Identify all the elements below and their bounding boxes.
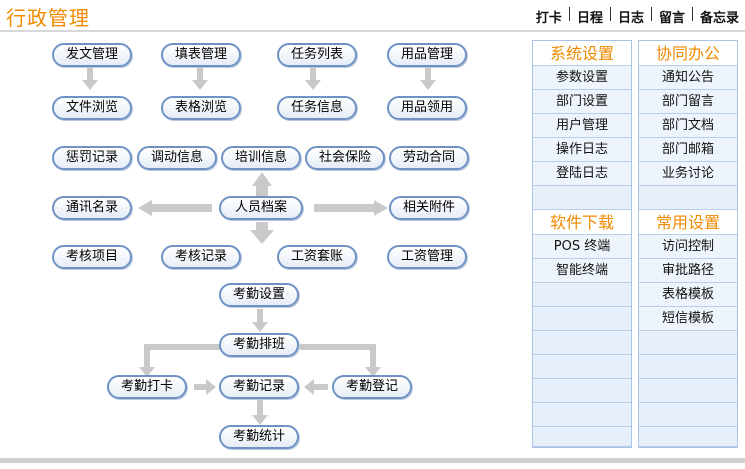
panel-link-parameter-settings[interactable]: 参数设置: [533, 66, 631, 90]
footer-divider: [0, 458, 745, 463]
panel-empty-row: [533, 427, 631, 447]
section-title-system-settings: 系统设置: [533, 41, 631, 66]
arrow-down-icon: [252, 309, 268, 332]
side-panel-system: 系统设置 参数设置 部门设置 用户管理 操作日志 登陆日志 软件下载 POS 终…: [532, 40, 632, 448]
flow-button-training-info[interactable]: 培训信息: [221, 146, 301, 170]
flow-button-supplies-requisition[interactable]: 用品领用: [387, 96, 467, 120]
flow-button-salary-accounts[interactable]: 工资套账: [277, 245, 357, 269]
panel-empty-row: [639, 355, 737, 379]
topnav-log[interactable]: 日志: [617, 11, 644, 26]
panel-empty-row: [639, 379, 737, 403]
flow-button-supplies-management[interactable]: 用品管理: [387, 43, 467, 67]
arrow-down-icon: [305, 67, 321, 90]
flow-arrows: [82, 67, 436, 425]
page-title: 行政管理: [6, 6, 90, 30]
arrow-right-icon: [314, 200, 388, 216]
panel-empty-row: [533, 307, 631, 331]
nav-separator: [650, 7, 652, 21]
flow-button-attachments[interactable]: 相关附件: [389, 196, 469, 220]
nav-separator: [568, 7, 570, 21]
topnav-message[interactable]: 留言: [658, 11, 685, 26]
flow-button-file-browse[interactable]: 文件浏览: [52, 96, 132, 120]
panel-empty-row: [533, 283, 631, 307]
panel-link-user-management[interactable]: 用户管理: [533, 114, 631, 138]
flow-button-table-browse[interactable]: 表格浏览: [161, 96, 241, 120]
section-title-collaborative-office: 协同办公: [639, 41, 737, 66]
flow-button-attendance-stats[interactable]: 考勤统计: [219, 425, 299, 449]
flow-button-dispatch-management[interactable]: 发文管理: [52, 43, 132, 67]
arrow-down-icon: [252, 400, 268, 425]
flow-button-attendance-records[interactable]: 考勤记录: [219, 375, 299, 399]
flow-button-task-info[interactable]: 任务信息: [277, 96, 357, 120]
branch-line-left: [139, 344, 220, 377]
panel-empty-row: [533, 403, 631, 427]
panel-link-department-documents[interactable]: 部门文档: [639, 114, 737, 138]
side-panel-collaboration: 协同办公 通知公告 部门留言 部门文档 部门邮箱 业务讨论 常用设置 访问控制 …: [638, 40, 738, 448]
panel-link-pos-terminal[interactable]: POS 终端: [533, 235, 631, 259]
topnav-schedule[interactable]: 日程: [576, 11, 603, 26]
flow-button-attendance-schedule[interactable]: 考勤排班: [219, 333, 299, 357]
arrow-up-icon: [252, 172, 272, 197]
flow-button-assessment-items[interactable]: 考核项目: [52, 245, 132, 269]
header-divider: [0, 30, 745, 32]
panel-link-department-settings[interactable]: 部门设置: [533, 90, 631, 114]
panel-empty-row: [533, 355, 631, 379]
panel-link-smart-terminal[interactable]: 智能终端: [533, 259, 631, 283]
arrow-left-icon: [304, 379, 328, 395]
panel-empty-row: [639, 427, 737, 447]
panel-empty-row: [639, 403, 737, 427]
panel-empty-row: [533, 331, 631, 355]
section-title-software-download: 软件下载: [533, 210, 631, 235]
panel-empty-row: [639, 331, 737, 355]
flow-button-labor-contract[interactable]: 劳动合同: [389, 146, 469, 170]
panel-link-notices[interactable]: 通知公告: [639, 66, 737, 90]
panel-link-table-templates[interactable]: 表格模板: [639, 283, 737, 307]
flow-button-attendance-settings[interactable]: 考勤设置: [219, 283, 299, 307]
panel-empty-row: [639, 186, 737, 210]
panel-link-business-discussion[interactable]: 业务讨论: [639, 162, 737, 186]
flow-button-attendance-clock-in[interactable]: 考勤打卡: [107, 375, 187, 399]
flow-button-punishment-records[interactable]: 惩罚记录: [52, 146, 132, 170]
arrow-down-icon: [82, 67, 98, 90]
flow-button-personnel-files[interactable]: 人员档案: [219, 196, 303, 220]
panel-link-login-log[interactable]: 登陆日志: [533, 162, 631, 186]
flow-button-form-management[interactable]: 填表管理: [161, 43, 241, 67]
arrow-down-icon: [420, 67, 436, 90]
panel-empty-row: [533, 379, 631, 403]
arrow-down-icon: [192, 67, 208, 90]
flow-button-transfer-info[interactable]: 调动信息: [137, 146, 217, 170]
panel-link-department-mailbox[interactable]: 部门邮箱: [639, 138, 737, 162]
flow-button-social-insurance[interactable]: 社会保险: [305, 146, 385, 170]
nav-separator: [609, 7, 611, 21]
topnav-punch[interactable]: 打卡: [535, 11, 562, 26]
panel-link-sms-templates[interactable]: 短信模板: [639, 307, 737, 331]
panel-link-access-control[interactable]: 访问控制: [639, 235, 737, 259]
flow-button-salary-management[interactable]: 工资管理: [387, 245, 467, 269]
section-title-common-settings: 常用设置: [639, 210, 737, 235]
top-nav: 打卡 日程 日志 留言 备忘录: [536, 7, 739, 26]
flow-button-task-list[interactable]: 任务列表: [277, 43, 357, 67]
flow-button-contacts[interactable]: 通讯名录: [52, 196, 132, 220]
topnav-memo[interactable]: 备忘录: [699, 11, 739, 26]
panel-link-operation-log[interactable]: 操作日志: [533, 138, 631, 162]
nav-separator: [691, 7, 693, 21]
flow-button-assessment-records[interactable]: 考核记录: [161, 245, 241, 269]
branch-line-right: [300, 344, 381, 377]
arrow-left-icon: [138, 200, 212, 216]
panel-empty-row: [533, 186, 631, 210]
panel-link-department-messages[interactable]: 部门留言: [639, 90, 737, 114]
flow-button-attendance-register[interactable]: 考勤登记: [332, 375, 412, 399]
arrow-down-icon: [250, 222, 274, 244]
panel-link-approval-path[interactable]: 审批路径: [639, 259, 737, 283]
arrow-right-icon: [194, 379, 216, 395]
